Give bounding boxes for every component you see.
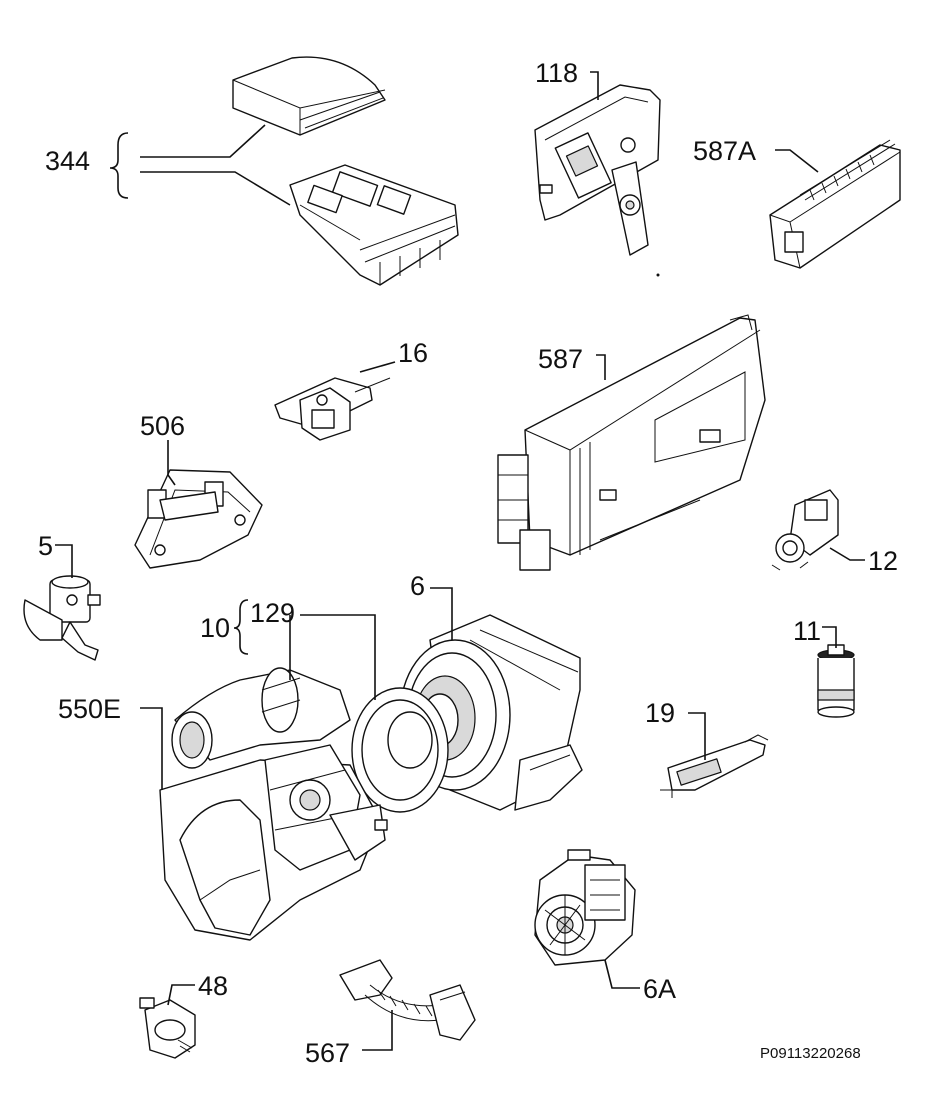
part-19-sensor [660, 734, 769, 798]
label-587A: 587A [693, 136, 756, 166]
label-6: 6 [410, 571, 425, 601]
part-344-control-board [232, 56, 459, 286]
part-48-pressure-switch [139, 997, 196, 1059]
part-12-sensor [771, 489, 839, 571]
label-587: 587 [538, 344, 583, 374]
label-344: 344 [45, 146, 90, 176]
label-5: 5 [38, 531, 53, 561]
part-506-bracket [134, 469, 263, 569]
label-6A: 6A [643, 974, 676, 1004]
label-10: 10 [200, 613, 230, 643]
label-506: 506 [140, 411, 185, 441]
label-567: 567 [305, 1038, 350, 1068]
label-550E: 550E [58, 694, 121, 724]
part-587A-module [769, 139, 901, 269]
label-16: 16 [398, 338, 428, 368]
label-48: 48 [198, 971, 228, 1001]
part-11-capacitor [817, 644, 855, 718]
label-11: 11 [793, 616, 821, 646]
part-5-inlet-valve [23, 575, 101, 661]
label-118: 118 [535, 58, 578, 88]
drawing-code: P09113220268 [760, 1045, 861, 1062]
part-6A-drain-pump [534, 849, 636, 966]
part-567-cable [339, 959, 476, 1041]
part-587-main-module [497, 314, 766, 571]
label-129: 129 [250, 598, 295, 628]
part-16-relay [274, 377, 391, 441]
part-118-control-panel [534, 84, 661, 277]
leader-lines [55, 71, 865, 1051]
part-550E-pump-housing [159, 667, 449, 941]
label-19: 19 [645, 698, 675, 728]
label-12: 12 [868, 546, 898, 576]
part-labels: 344 118 587A 16 587 506 5 12 10 129 6 11… [38, 58, 898, 1068]
